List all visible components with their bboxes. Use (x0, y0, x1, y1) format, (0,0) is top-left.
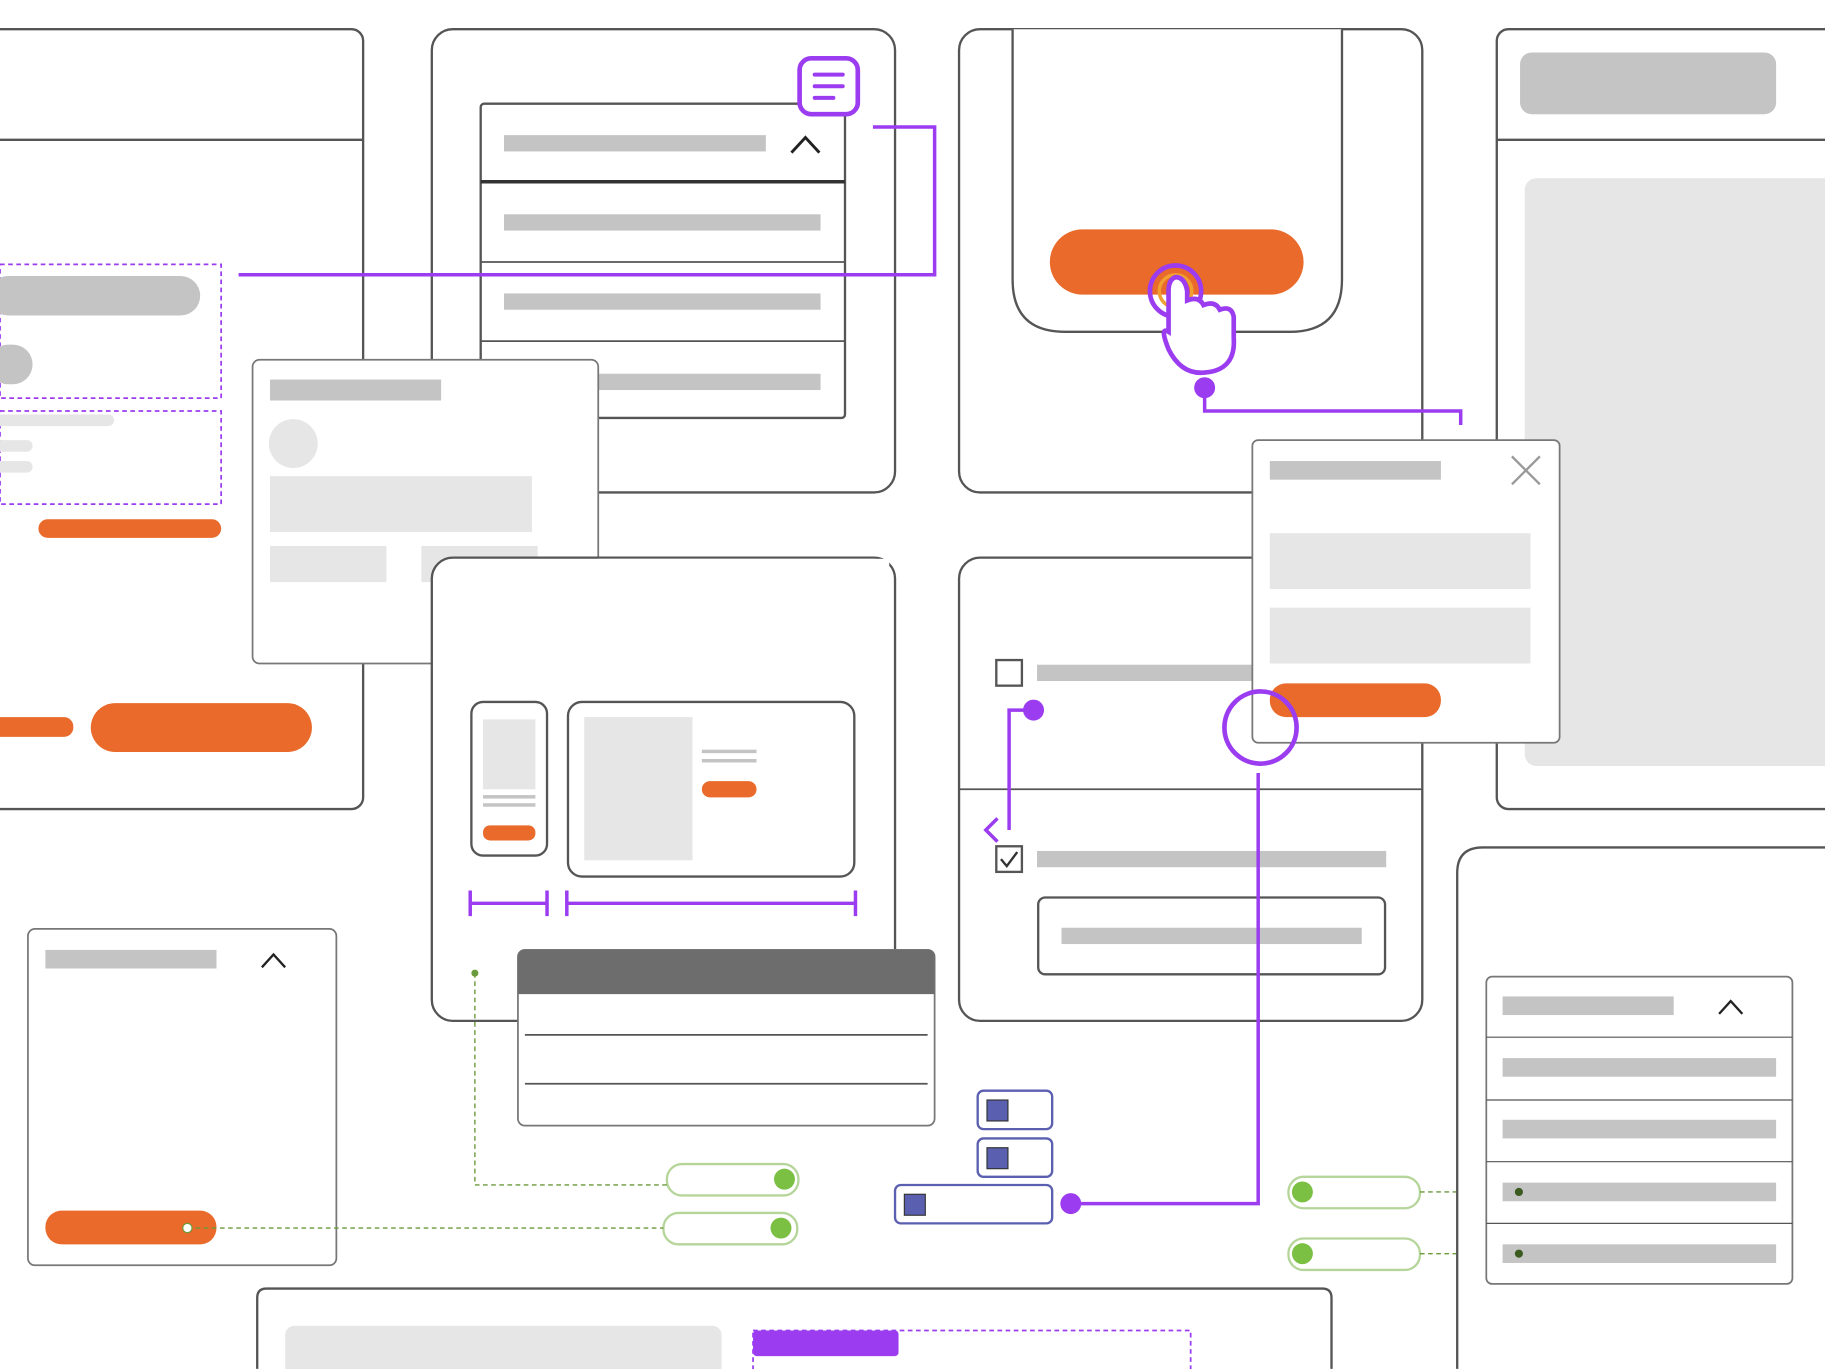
accent-bar (38, 519, 222, 538)
right-card (1495, 28, 1825, 811)
chevron-up-icon[interactable] (1718, 999, 1744, 1015)
checkbox-chips (893, 1089, 1054, 1225)
toggles (662, 1162, 1422, 1272)
bottom-left-panel (27, 928, 338, 1267)
bottom-right-card (1456, 846, 1825, 1369)
responsive-card (430, 556, 897, 1023)
modal-submit-button[interactable] (1269, 683, 1441, 718)
tap-hand-icon (1147, 263, 1237, 376)
modal-dialog (1251, 439, 1561, 744)
chat-menu-icon (797, 55, 861, 117)
checkbox-empty-icon[interactable] (995, 658, 1024, 687)
phone-card (957, 28, 1424, 494)
panel-button[interactable] (45, 1210, 217, 1245)
bottom-card (256, 1287, 1333, 1369)
primary-button[interactable] (90, 703, 312, 753)
chevron-up-icon[interactable] (261, 952, 287, 969)
checkbox-checked-icon[interactable] (995, 845, 1024, 874)
chevron-up-icon[interactable] (790, 135, 821, 154)
tap-button[interactable] (1049, 229, 1304, 295)
table-card (517, 948, 936, 1127)
close-icon[interactable] (1511, 455, 1541, 486)
